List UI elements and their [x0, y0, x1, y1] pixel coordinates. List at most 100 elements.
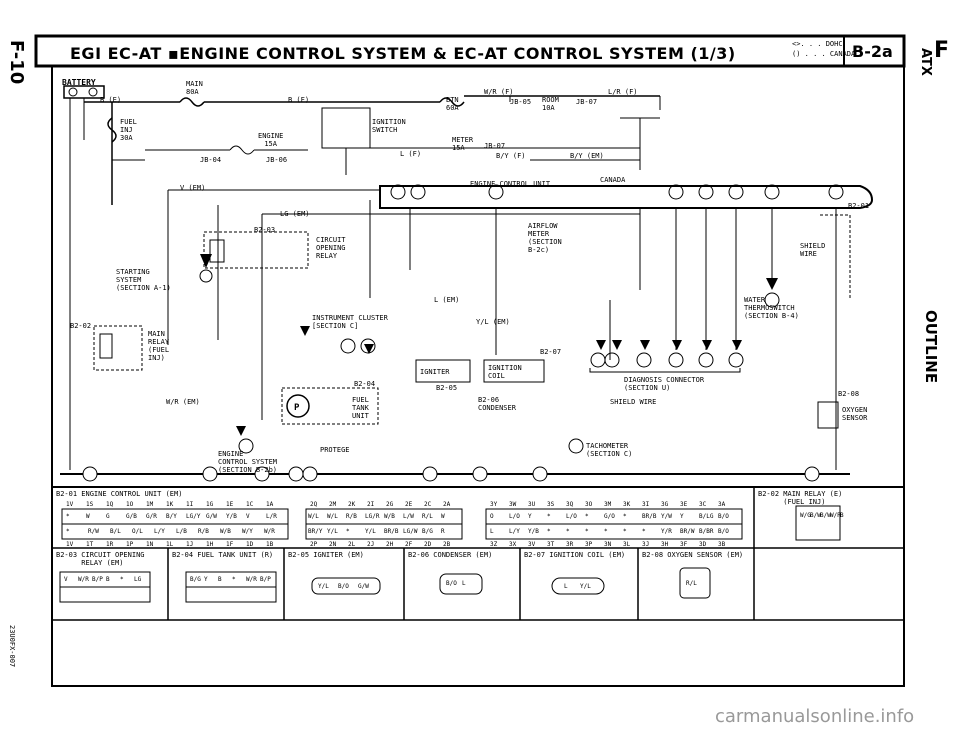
pin-number: 3G — [661, 501, 669, 508]
pin-number: 1B — [266, 541, 274, 548]
watermark: carmanualsonline.info — [715, 706, 915, 727]
connector-title-b206: B2-06 CONDENSER (EM) — [408, 551, 493, 559]
pin-number: 3R — [566, 541, 574, 548]
pin-wire-color: W/R — [264, 528, 275, 535]
pin-wire-color: * — [547, 513, 551, 520]
ref-b202: B2-02 — [70, 322, 92, 330]
canada-label: CANADA — [600, 176, 626, 184]
engine-fuse-label: ENGINE 15A — [258, 132, 284, 148]
pin-wire-color: R — [441, 528, 445, 535]
document-code: 23U0FX-007 — [8, 625, 16, 668]
pin-wire-color: * — [585, 528, 589, 535]
pin-number: 1C — [246, 501, 254, 508]
pin-number: 2L — [348, 541, 356, 548]
pin-wire-color: G/W — [358, 583, 369, 590]
pin-wire-color: R/L — [686, 580, 697, 587]
pin-number: 1K — [166, 501, 174, 508]
pin-wire-color: * — [566, 528, 570, 535]
pin-wire-color: Y/L — [580, 583, 591, 590]
pin-wire-color: * — [232, 576, 236, 583]
pin-wire-color: L/W — [403, 513, 414, 520]
pin-wire-color: G — [106, 513, 110, 520]
wire-l-em: L (EM) — [434, 296, 460, 304]
pin-wire-color: * — [120, 576, 124, 583]
pin-wire-color: B — [218, 576, 222, 583]
pin-wire-color: W/R — [246, 576, 257, 583]
pin-wire-color: * — [642, 528, 646, 535]
pin-number: 3M — [604, 501, 612, 508]
pin-wire-color: * — [604, 528, 608, 535]
wire-y-l-em: Y/L (EM) — [476, 318, 510, 326]
pin-wire-color: L — [490, 528, 494, 535]
pin-number: 2C — [424, 501, 432, 508]
connector-title-b208: B2-08 OXYGEN SENSOR (EM) — [642, 551, 744, 559]
pin-wire-color: LG/W — [403, 528, 418, 535]
jb05-label: JB-05 — [510, 98, 532, 106]
connector-title-b202: B2-02 MAIN RELAY (E) (FUEL INJ) — [758, 490, 843, 506]
jb06-label: JB-06 — [266, 156, 288, 164]
pin-number: 3B — [718, 541, 726, 548]
pin-wire-color: G/R — [146, 513, 157, 520]
pin-wire-color: B/W — [810, 512, 821, 519]
wire-b-f: B (F) — [288, 96, 310, 104]
pin-number: 1S — [86, 501, 94, 508]
pin-wire-color: L — [564, 583, 568, 590]
wire-b-e: B (E) — [100, 96, 122, 104]
pin-number: 3A — [718, 501, 726, 508]
instrument-cluster-label: INSTRUMENT CLUSTER [SECTION C] — [312, 314, 388, 330]
pin-wire-color: * — [547, 528, 551, 535]
ecu-label: ENGINE CONTROL UNIT — [470, 180, 551, 188]
pin-wire-color: LG/R — [365, 513, 380, 520]
jb07-label: JB-07 — [576, 98, 598, 106]
shield-wire-label-2: SHIELD WIRE — [800, 242, 826, 258]
pin-number: 3I — [642, 501, 650, 508]
svg-text:P: P — [294, 403, 300, 413]
pin-wire-color: Y — [204, 576, 208, 583]
pin-number: 1J — [186, 541, 194, 548]
pin-number: 2Q — [310, 501, 318, 508]
pin-wire-color: B/Y — [166, 513, 177, 520]
pin-number: 3O — [585, 501, 593, 508]
pin-number: 2P — [310, 541, 318, 548]
engine-control-ref-label: ENGINE CONTROL SYSTEM (SECTION B-2b) — [218, 450, 278, 474]
fuel-tank-label: FUEL TANK UNIT — [352, 396, 369, 420]
pin-wire-color: B/BR — [699, 528, 714, 535]
pin-number: 3N — [604, 541, 612, 548]
ref-b208: B2-08 — [838, 390, 860, 398]
pin-wire-color: Y — [528, 513, 532, 520]
pin-number: 1P — [126, 541, 134, 548]
diagnosis-connector-label: DIAGNOSIS CONNECTOR (SECTION U) — [624, 376, 705, 392]
pin-number: 1T — [86, 541, 94, 548]
jb07b-label: JB-07 — [484, 142, 506, 150]
pin-number: 1A — [266, 501, 274, 508]
section-code: B-2a — [852, 42, 893, 61]
pin-wire-color: R/W — [88, 528, 99, 535]
pin-wire-color: B/O — [338, 583, 349, 590]
pin-wire-color: B/O — [446, 580, 457, 587]
pin-wire-color: Y/B — [226, 513, 237, 520]
pin-number: 3D — [699, 541, 707, 548]
connector-title-b201: B2-01 ENGINE CONTROL UNIT (EM) — [56, 490, 183, 498]
pin-number: 1R — [106, 541, 114, 548]
pin-wire-color: L/Y — [154, 528, 165, 535]
pin-wire-color: Y/W — [661, 513, 672, 520]
pin-number: 1N — [146, 541, 154, 548]
section-letter-right: F — [934, 38, 950, 63]
pin-wire-color: Y/L — [365, 528, 376, 535]
page-number-left: F-10 — [6, 40, 27, 85]
pin-number: 1H — [206, 541, 214, 548]
pin-wire-color: W/R — [830, 512, 841, 519]
pin-wire-color: W/L — [327, 513, 338, 520]
tachometer-label: TACHOMETER (SECTION C) — [586, 442, 633, 458]
pin-wire-color: LG/Y — [186, 513, 201, 520]
wire-b-y-em: B/Y (EM) — [570, 152, 604, 160]
pin-number: 3W — [509, 501, 517, 508]
variant-canada: () . . . CANADA — [792, 50, 856, 58]
pin-wire-color: Y/B — [528, 528, 539, 535]
pin-wire-color: Y/L — [327, 528, 338, 535]
pin-wire-color: B/G — [190, 576, 201, 583]
ref-b207: B2-07 — [540, 348, 562, 356]
pin-number: 3Z — [490, 541, 498, 548]
pin-wire-color: Y/R — [661, 528, 672, 535]
variant-dohc: <>. . . DOHC — [792, 40, 843, 48]
